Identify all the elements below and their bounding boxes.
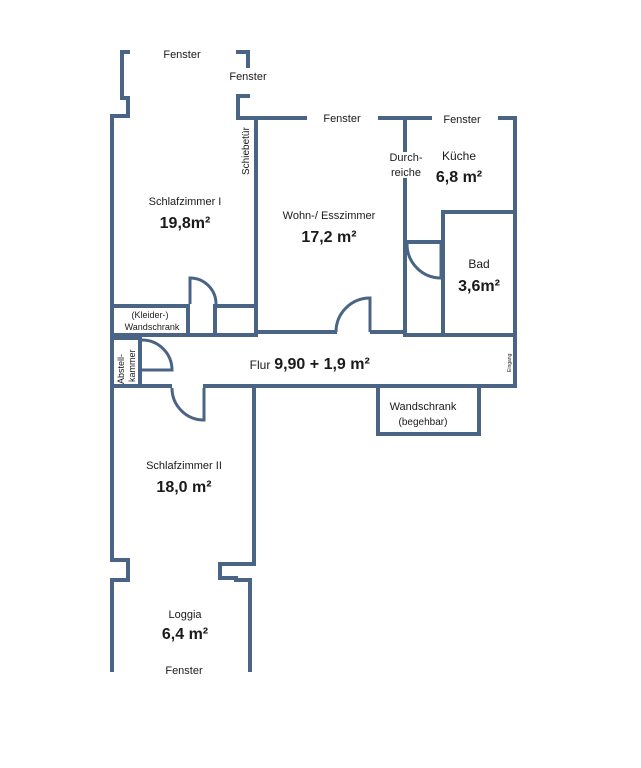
label-schlafzimmer2-area: 18,0 m² [156,479,211,496]
wall-left-lower [110,384,130,672]
label-bad-name: Bad [468,257,489,271]
wall-top-window-step [236,94,258,120]
label-loggia-area: 6,4 m² [162,626,208,643]
label-durchreiche-1: Durch- [389,152,422,164]
label-kleider-1: (Kleider-) [131,310,168,320]
wall-walkin-closet [376,384,481,436]
label-eingang: Eingang [507,353,513,372]
label-durchreiche-2: reiche [391,167,421,179]
label-wohnzimmer-name: Wohn-/ Esszimmer [283,210,376,222]
label-fenster-top-left: Fenster [163,49,201,61]
label-kleider-2: Wandschrank [125,322,180,332]
label-fenster-wohn: Fenster [323,113,361,125]
wall-top-window-right [236,50,250,68]
wall-bathroom [441,210,517,337]
label-abstell-1: Abstell- [116,354,126,384]
labels: Fenster Fenster Fenster Fenster Schiebet… [116,49,513,677]
wall-top-right [498,116,517,340]
door-bedroom1 [188,276,218,305]
door-living [334,296,372,333]
label-fenster-loggia: Fenster [165,665,203,677]
label-fenster-top-left-2: Fenster [229,71,267,83]
wall-corridor-top-right [403,333,517,388]
wall-right-lower [218,384,256,672]
label-wohnzimmer-area: 17,2 m² [301,229,356,246]
label-abstell-2: kammer [127,349,137,382]
label-fenster-kueche: Fenster [443,114,481,126]
door-storage [141,338,174,372]
wall-left-upper [110,50,130,562]
label-loggia-name: Loggia [168,609,202,621]
door-bedroom2 [170,387,206,422]
label-schlafzimmer1-area: 19,8m² [160,215,211,232]
label-schiebetuer: Schiebetür [241,127,252,175]
label-flur-area: 9,90 + 1,9 m² [274,356,370,373]
label-bad-area: 3,6m² [458,278,500,295]
walls [110,50,517,672]
label-wandschrank-2: (begehbar) [399,417,448,428]
label-wandschrank-1: Wandschrank [390,401,457,413]
label-kueche-area: 6,8 m² [436,169,482,186]
wall-storage [110,336,142,388]
door-bathroom [405,243,443,280]
label-kueche-name: Küche [442,149,476,163]
label-schlafzimmer1-name: Schlafzimmer I [149,196,222,208]
label-schlafzimmer2-name: Schlafzimmer II [146,460,222,472]
label-flur-name: Flur [250,358,271,372]
doors [141,243,443,422]
